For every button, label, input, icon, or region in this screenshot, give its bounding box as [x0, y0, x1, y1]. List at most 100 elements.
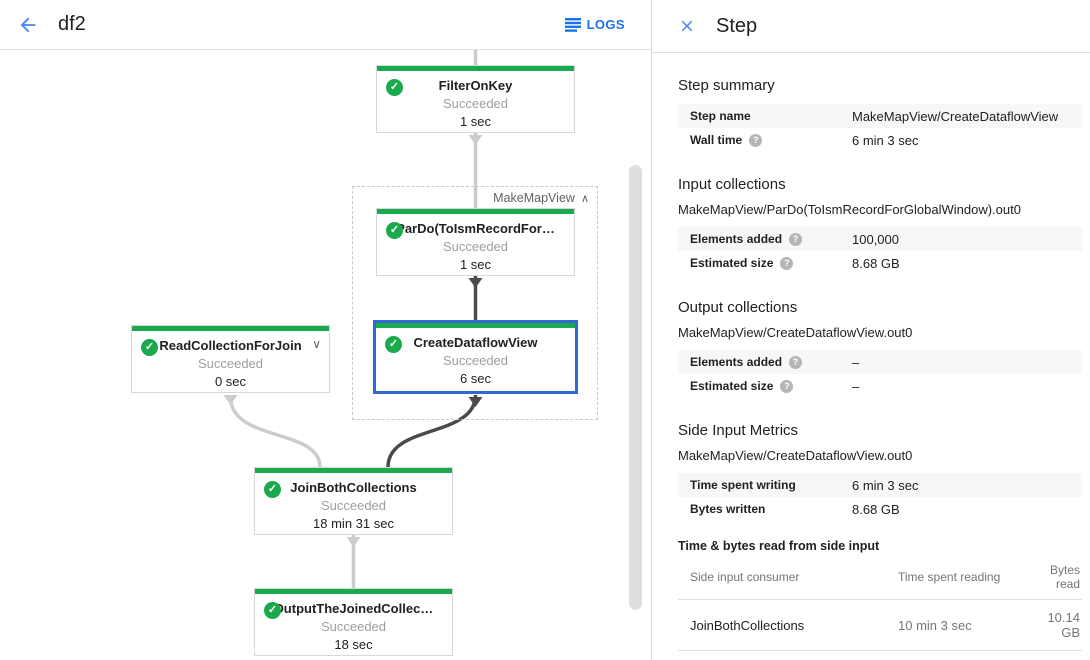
panel-divider: [651, 0, 652, 660]
side-input-table: Side input consumer Time spent reading B…: [678, 557, 1082, 651]
node-status: Succeeded: [442, 96, 509, 111]
job-graph-canvas[interactable]: MakeMapView ∧ ✓ FilterOnKey Succeeded 1 …: [0, 0, 651, 660]
succeeded-check-icon: ✓: [264, 602, 281, 619]
graph-node-createdataflowview-selected[interactable]: ✓ CreateDataflowView Succeeded 6 sec: [373, 320, 578, 394]
metric-row-bytes-written: Bytes written 8.68 GB: [678, 497, 1082, 521]
graph-node-readcollectionforjoin[interactable]: ✓ ∨ ReadCollectionForJoin Succeeded 0 se…: [131, 325, 330, 393]
metric-value: –: [852, 378, 860, 394]
node-time: 6 sec: [459, 371, 492, 386]
metric-label: Step name: [690, 109, 751, 123]
metric-label: Estimated size: [690, 379, 774, 393]
metric-row-elements-added: Elements added? –: [678, 350, 1082, 374]
composite-group-makemapview: MakeMapView ∧: [352, 186, 598, 420]
chevron-down-icon[interactable]: ∨: [312, 337, 321, 351]
metric-label: Elements added: [690, 232, 783, 246]
node-status-bar: [376, 323, 575, 328]
metric-label: Wall time: [690, 133, 743, 147]
node-title: JoinBothCollections: [290, 480, 417, 495]
metric-label: Elements added: [690, 355, 783, 369]
column-header-bytes: Bytes read: [1014, 557, 1082, 600]
back-button[interactable]: [12, 9, 44, 41]
node-title: ReadCollectionForJoin: [159, 338, 302, 353]
help-icon[interactable]: ?: [780, 379, 794, 393]
metric-row-elements-added: Elements added? 100,000: [678, 227, 1082, 251]
input-collection-name: MakeMapView/ParDo(ToIsmRecordForGlobalWi…: [678, 202, 1021, 217]
logs-button-label: LOGS: [586, 17, 625, 32]
metric-value: 100,000: [852, 231, 899, 247]
node-status: Succeeded: [320, 619, 387, 634]
metric-value: 8.68 GB: [852, 255, 900, 271]
metric-value: 6 min 3 sec: [852, 477, 919, 493]
succeeded-check-icon: ✓: [264, 481, 281, 498]
node-time: 0 sec: [214, 374, 247, 389]
graph-edges: [223, 50, 483, 588]
section-heading-side-input-metrics: Side Input Metrics: [678, 422, 799, 439]
metric-row-wall-time: Wall time? 6 min 3 sec: [678, 128, 1082, 152]
node-time: 18 sec: [334, 637, 373, 652]
section-heading-input-collections: Input collections: [678, 176, 786, 193]
metric-value: MakeMapView/CreateDataflowView: [852, 108, 1059, 124]
node-status: Succeeded: [320, 498, 387, 513]
help-icon[interactable]: ?: [789, 355, 803, 369]
help-icon[interactable]: ?: [789, 232, 803, 246]
group-label: MakeMapView: [493, 191, 575, 205]
logs-button[interactable]: LOGS: [564, 17, 625, 32]
node-status-bar: [255, 589, 452, 594]
node-status-bar: [132, 326, 329, 331]
node-status-bar: [255, 468, 452, 473]
metric-value: 8.68 GB: [852, 501, 900, 517]
column-header-consumer: Side input consumer: [678, 557, 886, 600]
arrow-back-icon: [20, 17, 36, 32]
metric-row-estimated-size: Estimated size? 8.68 GB: [678, 251, 1082, 275]
node-status: Succeeded: [442, 239, 509, 254]
metric-value: 6 min 3 sec: [852, 132, 919, 148]
graph-node-filteronkey[interactable]: ✓ FilterOnKey Succeeded 1 sec: [376, 65, 575, 133]
side-input-collection-name: MakeMapView/CreateDataflowView.out0: [678, 448, 913, 463]
cell-consumer: JoinBothCollections: [678, 599, 886, 651]
close-icon: [681, 20, 693, 32]
node-time: 1 sec: [459, 257, 492, 272]
graph-node-joinbothcollections[interactable]: ✓ JoinBothCollections Succeeded 18 min 3…: [254, 467, 453, 535]
panel-header: Step: [652, 0, 1090, 53]
graph-node-pardo-toismrecord[interactable]: ✓ ParDo(ToIsmRecordFor… Succeeded 1 sec: [376, 208, 575, 276]
metric-label: Estimated size: [690, 256, 774, 270]
node-status-bar: [377, 66, 574, 71]
panel-title: Step: [716, 14, 758, 37]
succeeded-check-icon: ✓: [385, 336, 402, 353]
metric-value: –: [852, 354, 860, 370]
node-status: Succeeded: [442, 353, 509, 368]
job-toolbar: df2 LOGS: [0, 0, 651, 50]
column-header-time: Time spent reading: [886, 557, 1014, 600]
succeeded-check-icon: ✓: [386, 79, 403, 96]
side-input-table-heading: Time & bytes read from side input: [678, 539, 880, 553]
table-header-row: Side input consumer Time spent reading B…: [678, 557, 1082, 600]
output-collection-name: MakeMapView/CreateDataflowView.out0: [678, 325, 913, 340]
chevron-up-icon: ∧: [580, 192, 589, 205]
metric-label: Time spent writing: [690, 478, 796, 492]
metric-row-estimated-size: Estimated size? –: [678, 374, 1082, 398]
section-heading-output-collections: Output collections: [678, 299, 798, 316]
cell-bytes: 10.14 GB: [1014, 599, 1082, 651]
metric-row-step-name: Step name MakeMapView/CreateDataflowView: [678, 104, 1082, 128]
vertical-scrollbar[interactable]: [629, 165, 642, 610]
step-details-panel: Step Step summary Step name MakeMapView/…: [652, 0, 1090, 660]
table-row: JoinBothCollections 10 min 3 sec 10.14 G…: [678, 599, 1082, 651]
cell-time: 10 min 3 sec: [886, 599, 1014, 651]
node-title: OutputTheJoinedCollec…: [273, 601, 434, 616]
node-status: Succeeded: [197, 356, 264, 371]
metric-row-time-spent-writing: Time spent writing 6 min 3 sec: [678, 473, 1082, 497]
metric-label: Bytes written: [690, 502, 766, 516]
help-icon[interactable]: ?: [749, 133, 763, 147]
close-button[interactable]: [672, 11, 702, 41]
help-icon[interactable]: ?: [780, 256, 794, 270]
node-title: FilterOnKey: [438, 78, 513, 93]
succeeded-check-icon: ✓: [141, 339, 158, 356]
node-title: ParDo(ToIsmRecordFor…: [396, 221, 555, 236]
graph-node-outputthejoined[interactable]: ✓ OutputTheJoinedCollec… Succeeded 18 se…: [254, 588, 453, 656]
succeeded-check-icon: ✓: [386, 222, 403, 239]
group-collapse-toggle[interactable]: MakeMapView ∧: [493, 191, 589, 205]
logs-list-icon: [564, 17, 581, 32]
section-heading-step-summary: Step summary: [678, 77, 775, 94]
node-title: CreateDataflowView: [413, 335, 538, 350]
node-time: 18 min 31 sec: [313, 516, 394, 531]
